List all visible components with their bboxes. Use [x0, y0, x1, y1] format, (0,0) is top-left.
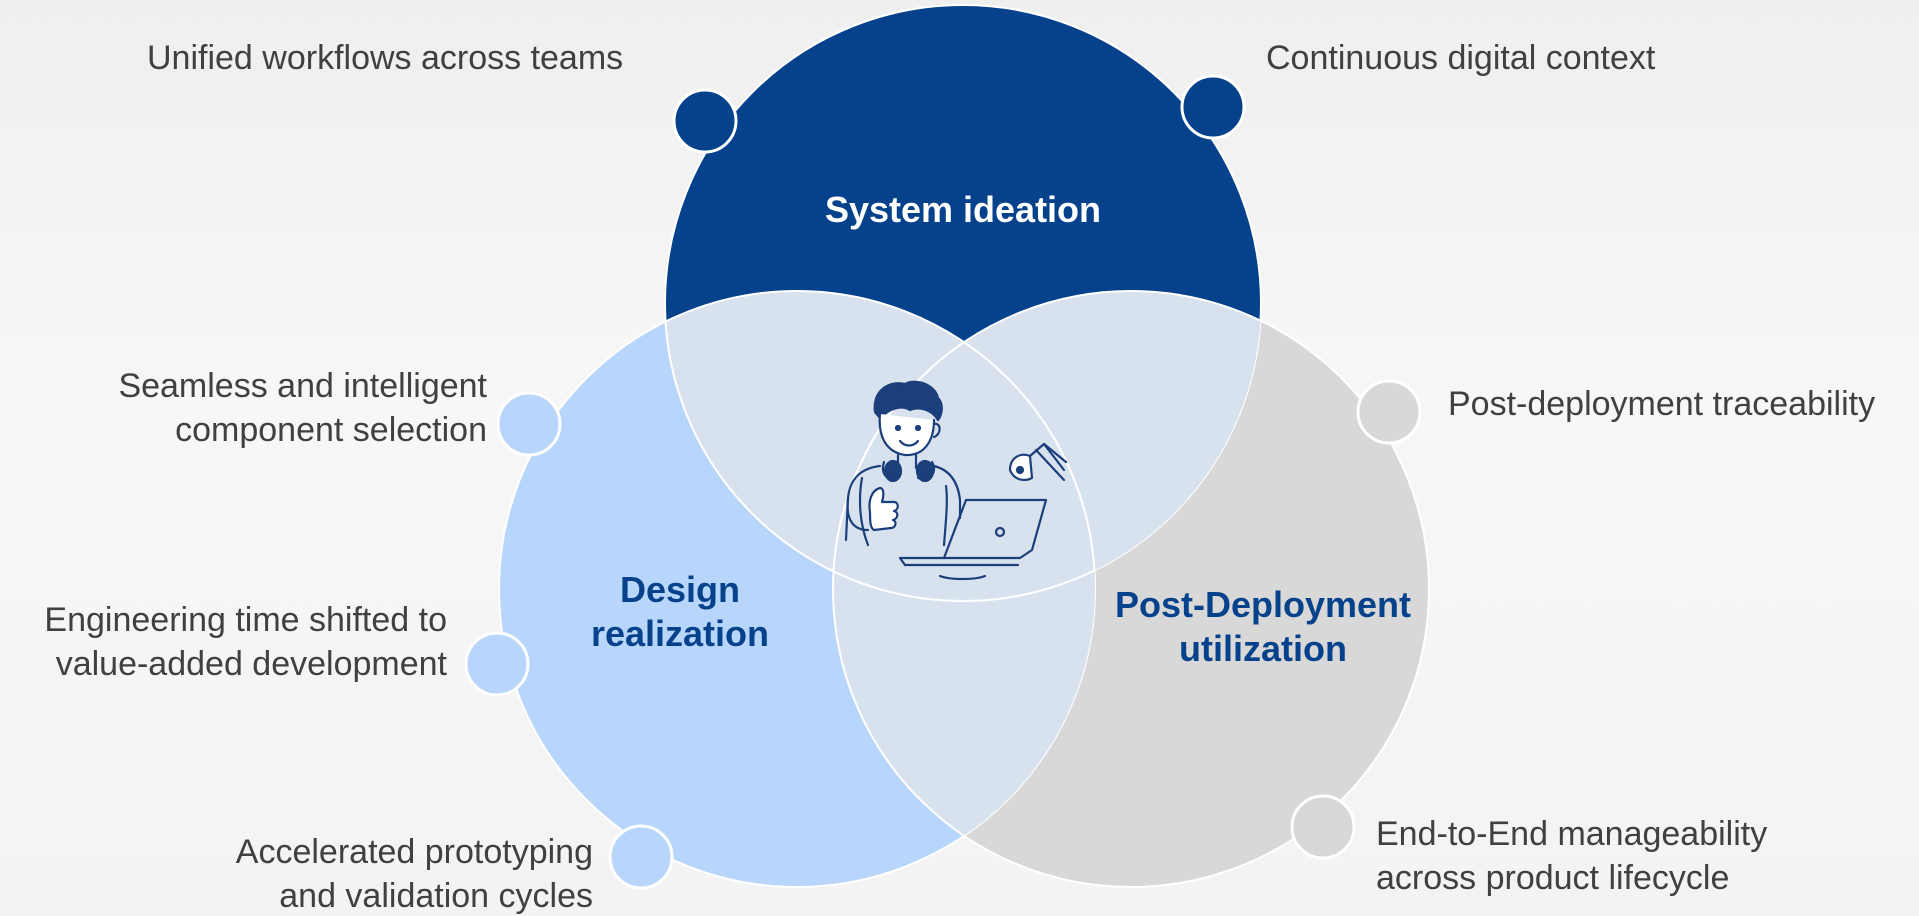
post-deployment-label-line2: utilization [1179, 628, 1347, 669]
annotation-seamless-line1: Seamless and intelligent [118, 367, 487, 405]
annotation-manageability-line1: End-to-End manageability [1376, 815, 1768, 853]
marker-dot-seamless [496, 391, 562, 457]
marker-dot-unified [672, 88, 738, 154]
annotation-traceability: Post-deployment traceability [1448, 382, 1875, 426]
annotation-seamless: Seamless and intelligent component selec… [118, 364, 487, 452]
marker-dot-manageability [1290, 794, 1356, 860]
post-deployment-label-line1: Post-Deployment [1115, 584, 1411, 625]
annotation-continuous-line1: Continuous digital context [1266, 39, 1656, 77]
annotation-traceability-line1: Post-deployment traceability [1448, 385, 1876, 423]
annotation-manageability: End-to-End manageability across product … [1376, 812, 1767, 900]
annotation-unified: Unified workflows across teams [147, 36, 623, 80]
marker-dot-engineering [464, 631, 530, 697]
annotation-manageability-line2: across product lifecycle [1376, 859, 1730, 897]
system-ideation-label: System ideation [825, 189, 1101, 230]
annotation-engineering: Engineering time shifted to value-added … [44, 598, 447, 686]
annotation-engineering-line1: Engineering time shifted to [44, 601, 447, 639]
annotation-continuous: Continuous digital context [1266, 36, 1655, 80]
annotation-unified-line1: Unified workflows across teams [147, 39, 624, 77]
annotation-accelerated: Accelerated prototyping and validation c… [236, 830, 593, 916]
marker-dot-traceability [1356, 379, 1422, 445]
marker-dot-accelerated [608, 824, 674, 890]
marker-dot-continuous [1180, 74, 1246, 140]
design-realization-label-line2: realization [591, 613, 769, 654]
annotation-accelerated-line1: Accelerated prototyping [235, 833, 593, 871]
annotation-seamless-line2: component selection [175, 411, 487, 449]
annotation-engineering-line2: value-added development [55, 645, 447, 683]
annotation-accelerated-line2: and validation cycles [279, 877, 593, 915]
overlap-design-post [833, 291, 1095, 887]
person-with-laptop-thumbs-up-icon [844, 380, 1068, 581]
design-realization-label-line1: Design [620, 569, 740, 610]
